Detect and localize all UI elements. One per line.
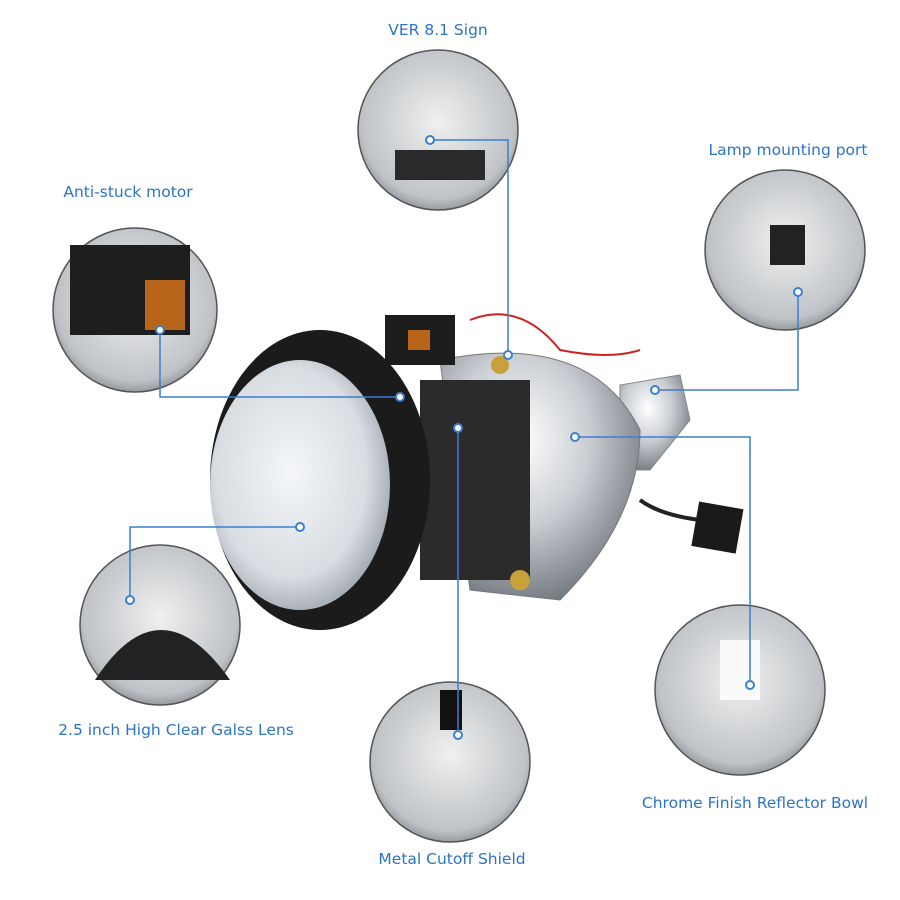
leader-lens xyxy=(129,526,300,600)
ver-sign-inset xyxy=(357,49,519,211)
leader-lamp xyxy=(655,292,799,391)
label-lens: 2.5 inch High Clear Galss Lens xyxy=(58,721,294,739)
inset-details xyxy=(70,150,805,730)
label-shield: Metal Cutoff Shield xyxy=(378,850,526,868)
projector-body xyxy=(210,313,744,630)
leader-ver xyxy=(430,139,509,355)
label-ver-sign: VER 8.1 Sign xyxy=(388,21,488,39)
label-motor: Anti-stuck motor xyxy=(63,183,193,201)
label-reflector: Chrome Finish Reflector Bowl xyxy=(641,794,869,812)
leader-reflector xyxy=(575,436,751,685)
shield-inset xyxy=(369,681,531,843)
label-lamp-port: Lamp mounting port xyxy=(708,141,868,159)
leader-dots xyxy=(125,135,803,740)
leader-motor xyxy=(159,330,400,398)
lens-inset xyxy=(79,544,241,706)
leader-lines xyxy=(129,139,799,735)
